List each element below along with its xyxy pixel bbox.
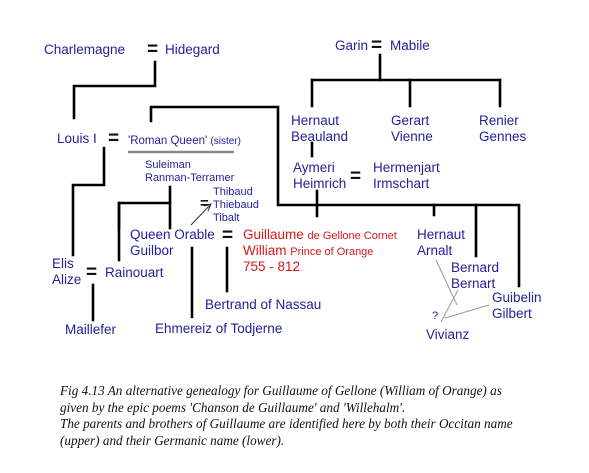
figure-caption: Fig 4.13 An alternative genealogy for Gu… xyxy=(60,383,580,449)
william-name-suffix: Prince of Orange xyxy=(290,246,374,258)
person-guillaume: Guillaume de Gellone Cornet William Prin… xyxy=(243,227,397,275)
person-louis: Louis I xyxy=(57,131,97,146)
person-rainouart: Rainouart xyxy=(105,265,164,280)
marriage-elis: = xyxy=(86,262,98,283)
line-charlemagne-to-louis xyxy=(72,60,157,120)
marriage-thibaud: = xyxy=(200,195,209,212)
vivianz-question-mark: ? xyxy=(432,310,439,322)
marriage-aymeri: = xyxy=(350,166,362,187)
caption-line-2: given by the epic poems 'Chanson de Guil… xyxy=(60,399,406,415)
marriage-louis: = xyxy=(108,128,120,149)
person-hidegard: Hidegard xyxy=(165,42,220,57)
guillaume-name-suffix: de Gellone Cornet xyxy=(307,230,397,242)
person-maillefer: Maillefer xyxy=(65,322,117,337)
line-louis-down xyxy=(71,146,106,257)
person-bertrand: Bertrand of Nassau xyxy=(205,297,322,312)
marriage-guillaume: = xyxy=(222,225,234,246)
caption-line-3: The parents and brothers of Guillaume ar… xyxy=(60,416,513,431)
person-mabile: Mabile xyxy=(390,38,430,53)
line-queen-aymeri-children xyxy=(149,105,521,288)
person-vivianz: Vivianz xyxy=(426,327,470,342)
line-orable-siblings xyxy=(117,201,172,230)
thibaud-arrow-shaft xyxy=(190,203,212,226)
person-charlemagne: Charlemagne xyxy=(44,42,126,57)
william-name: William xyxy=(243,243,287,258)
line-vivianz-bernard xyxy=(440,289,459,323)
person-roman-queen: 'Roman Queen' (sister) xyxy=(128,135,241,147)
line-vivianz-guibelin xyxy=(444,304,490,319)
marriage-charlemagne: = xyxy=(147,39,159,60)
caption-line-4: (upper) and their Germanic name (lower). xyxy=(60,432,285,448)
guillaume-name: Guillaume xyxy=(243,227,304,242)
marriage-garin: = xyxy=(371,35,383,56)
caption-line-1: Fig 4.13 An alternative genealogy for Gu… xyxy=(60,383,502,398)
guillaume-dates: 755 - 812 xyxy=(243,259,301,274)
person-garin: Garin xyxy=(335,38,369,53)
thibaud-arrow-head xyxy=(203,203,212,212)
person-ehmereiz: Ehmereiz of Todjerne xyxy=(155,321,283,336)
